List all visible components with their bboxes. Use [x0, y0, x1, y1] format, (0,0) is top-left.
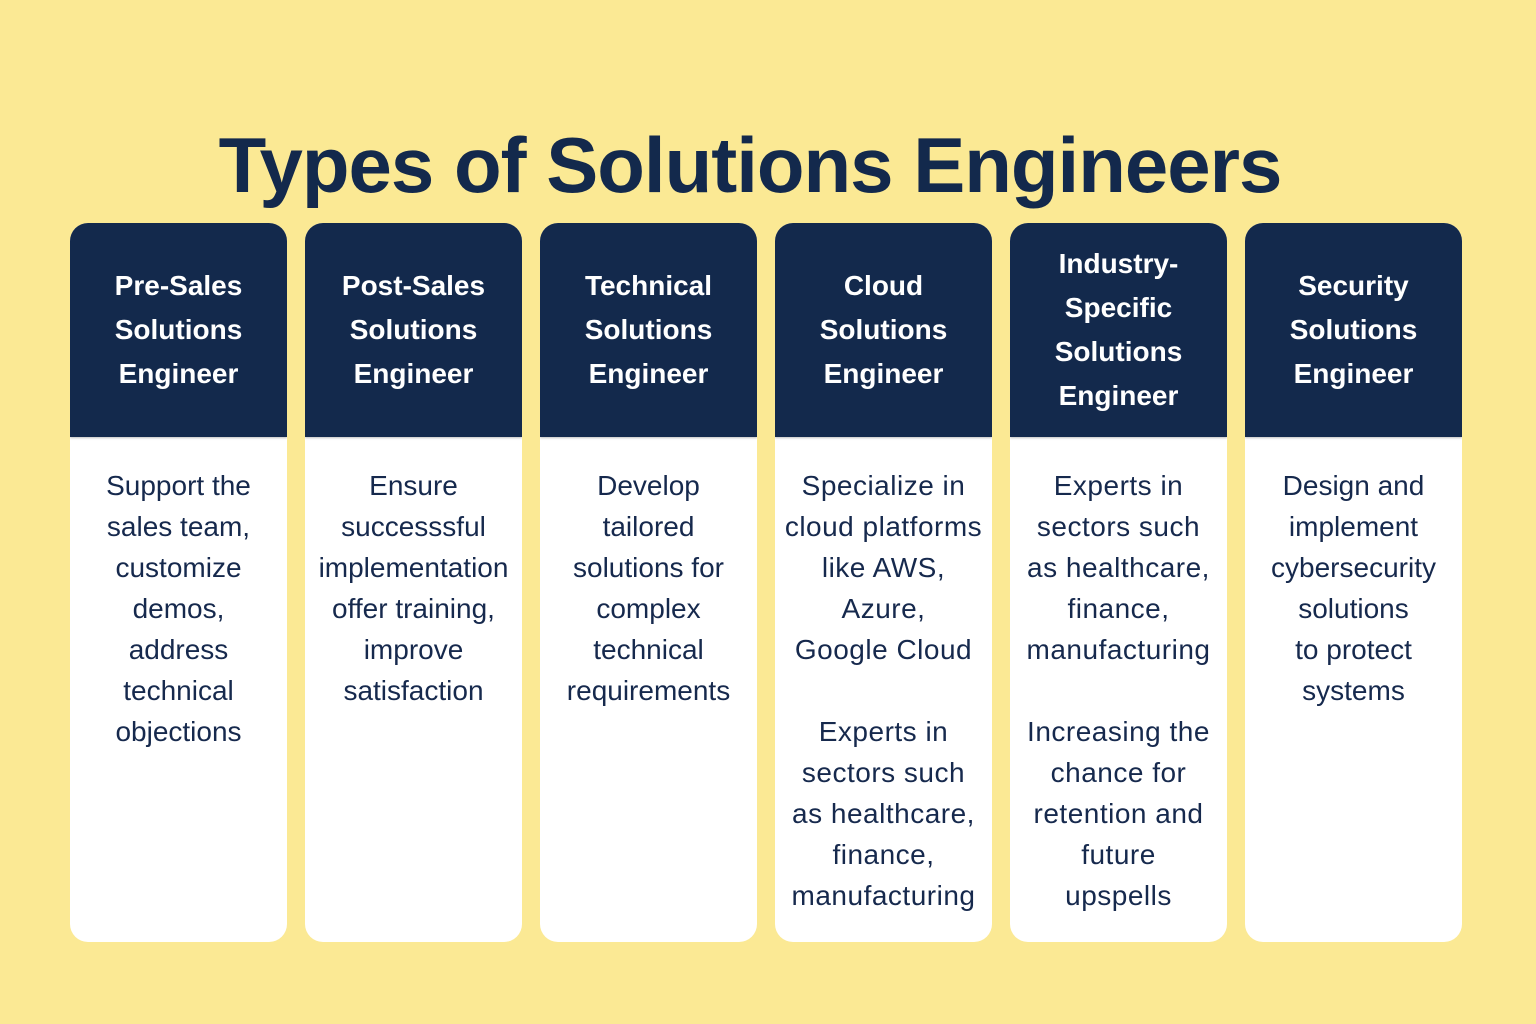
card-title: Security Solutions Engineer — [1245, 223, 1462, 437]
card-title: Technical Solutions Engineer — [540, 223, 757, 437]
card-title: Pre-Sales Solutions Engineer — [70, 223, 287, 437]
card-pre-sales-solutions-engineer: Pre-Sales Solutions Engineer Support the… — [70, 223, 287, 942]
card-title: Cloud Solutions Engineer — [775, 223, 992, 437]
card-description: Specialize in cloud platforms like AWS, … — [784, 470, 983, 911]
card-industry-specific-solutions-engineer: Industry- Specific Solutions Engineer Ex… — [1010, 223, 1227, 942]
card-description: Support the sales team, customize demos,… — [106, 470, 251, 747]
cards-row: Pre-Sales Solutions Engineer Support the… — [70, 223, 1462, 942]
card-description: Experts in sectors such as healthcare, f… — [1026, 470, 1211, 911]
card-technical-solutions-engineer: Technical Solutions Engineer Develop tai… — [540, 223, 757, 942]
card-cloud-solutions-engineer: Cloud Solutions Engineer Specialize in c… — [775, 223, 992, 942]
card-title: Post-Sales Solutions Engineer — [305, 223, 522, 437]
card-description: Design and implement cybersecurity solut… — [1271, 470, 1436, 706]
card-post-sales-solutions-engineer: Post-Sales Solutions Engineer Ensure suc… — [305, 223, 522, 942]
card-description: Develop tailored solutions for complex t… — [566, 470, 731, 706]
card-title: Industry- Specific Solutions Engineer — [1010, 223, 1227, 437]
page-title: Types of Solutions Engineers — [218, 121, 1283, 210]
card-security-solutions-engineer: Security Solutions Engineer Design and i… — [1245, 223, 1462, 942]
card-description: Ensure successsful implementation offer … — [318, 470, 509, 706]
